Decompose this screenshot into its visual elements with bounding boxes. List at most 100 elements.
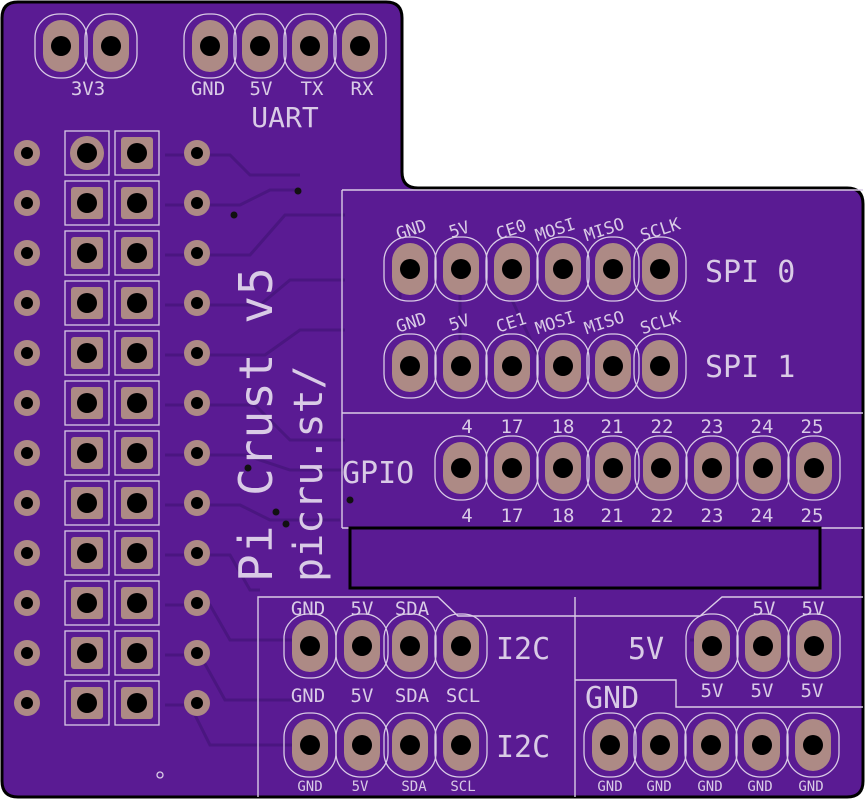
side-pad [14,640,40,666]
pin-pad [383,333,437,399]
gpio-title: GPIO [342,456,414,491]
side-pad [184,290,210,316]
spi1-title: SPI 1 [705,350,795,385]
uart-pin-label: GND [191,78,225,100]
header-pin [64,630,110,676]
pi-gpio-header [64,130,164,779]
gpio-pin-label-bottom: 17 [501,505,524,527]
pin-pad [586,333,640,399]
header-pin [114,330,160,376]
i2c-pin-label-top: SDA [395,598,430,620]
header-3v3 [34,13,138,79]
gpio-pin-label-bottom: 24 [751,505,774,527]
side-pad [184,190,210,216]
pin-pad [536,435,590,501]
pin-pad [283,613,337,679]
i2c-pin-label-bottom: SDA [401,779,427,795]
label-3v3: 3V3 [71,78,105,100]
uart-pin-label: 5V [250,78,273,100]
header-uart [183,13,387,79]
side-pad [184,690,210,716]
pin-pad [736,435,790,501]
i2c-title-b: I2C [496,730,550,765]
header-pin [64,680,110,726]
pin-pad [786,712,840,778]
5v-pin-label-bottom: 5V [801,680,824,702]
gpio-pin-label-top: 25 [801,416,824,438]
header-pin [64,580,110,626]
pin-pad [434,712,488,778]
header-spi0 [383,236,687,302]
pin-pad [536,236,590,302]
header-pin [64,130,110,176]
header-pin [64,230,110,276]
pin-pad [485,435,539,501]
gnd-pin-label: GND [747,779,772,795]
pin-pad [586,435,640,501]
header-pin [64,380,110,426]
pin-pad [34,13,88,79]
header-pin [114,480,160,526]
pin-pad [685,435,739,501]
i2c-pin-label-mid: 5V [351,685,374,707]
i2c-title-a: I2C [496,632,550,667]
side-pad [184,590,210,616]
gpio-pin-label-top: 22 [651,416,674,438]
pin-pad [633,236,687,302]
header-i2c-b [283,712,488,778]
pin-pad [684,712,738,778]
gpio-pin-label-bottom: 22 [651,505,674,527]
copper-traces [165,153,710,747]
uart-title: UART [251,101,319,134]
header-i2c-a [283,613,488,679]
uart-pin-label: TX [301,78,324,100]
i2c-pin-label-bottom: GND [297,779,322,795]
gnd-pin-label: GND [597,779,622,795]
pin-pad [335,613,389,679]
pin-pad [634,435,688,501]
i2c-pin-label-mid: GND [291,685,325,707]
side-pad [14,490,40,516]
pin-pad [84,13,138,79]
header-pin [114,580,160,626]
header-pin [114,230,160,276]
gpio-pin-label-bottom: 18 [552,505,575,527]
pin-pad [233,13,287,79]
pin-pad [685,613,739,679]
side-pad [14,440,40,466]
board-title: Pi Crust v5 [229,266,283,582]
gpio-pin-label-top: 21 [601,416,624,438]
i2c-pin-label-mid: SCL [446,685,480,707]
side-pad [14,240,40,266]
pin-pad [383,712,437,778]
header-gnd [583,712,840,778]
header-pin [64,480,110,526]
pin-pad [633,712,687,778]
gpio-pin-label-top: 17 [501,416,524,438]
side-pad [184,440,210,466]
header-pin [64,430,110,476]
board-slot [348,526,822,590]
pin-pad [736,613,790,679]
header-5v [685,613,841,679]
i2c-pin-label-bottom: SCL [450,779,475,795]
side-pad [184,540,210,566]
gnd-pin-label: GND [798,779,823,795]
side-pad [14,140,40,166]
pin-pad [283,13,337,79]
gnd-pin-label: GND [697,779,722,795]
side-pad [184,490,210,516]
i2c-pin-label-bottom: 5V [352,779,369,795]
pin-pad [383,236,437,302]
vias [230,187,354,528]
pin-pad [183,13,237,79]
connectors [34,13,841,778]
header-pin [114,180,160,226]
pin-pad [434,333,488,399]
pin-pad [333,13,387,79]
side-pad [14,340,40,366]
pin-pad [434,613,488,679]
side-pad-columns [14,140,210,716]
header-pin [114,380,160,426]
